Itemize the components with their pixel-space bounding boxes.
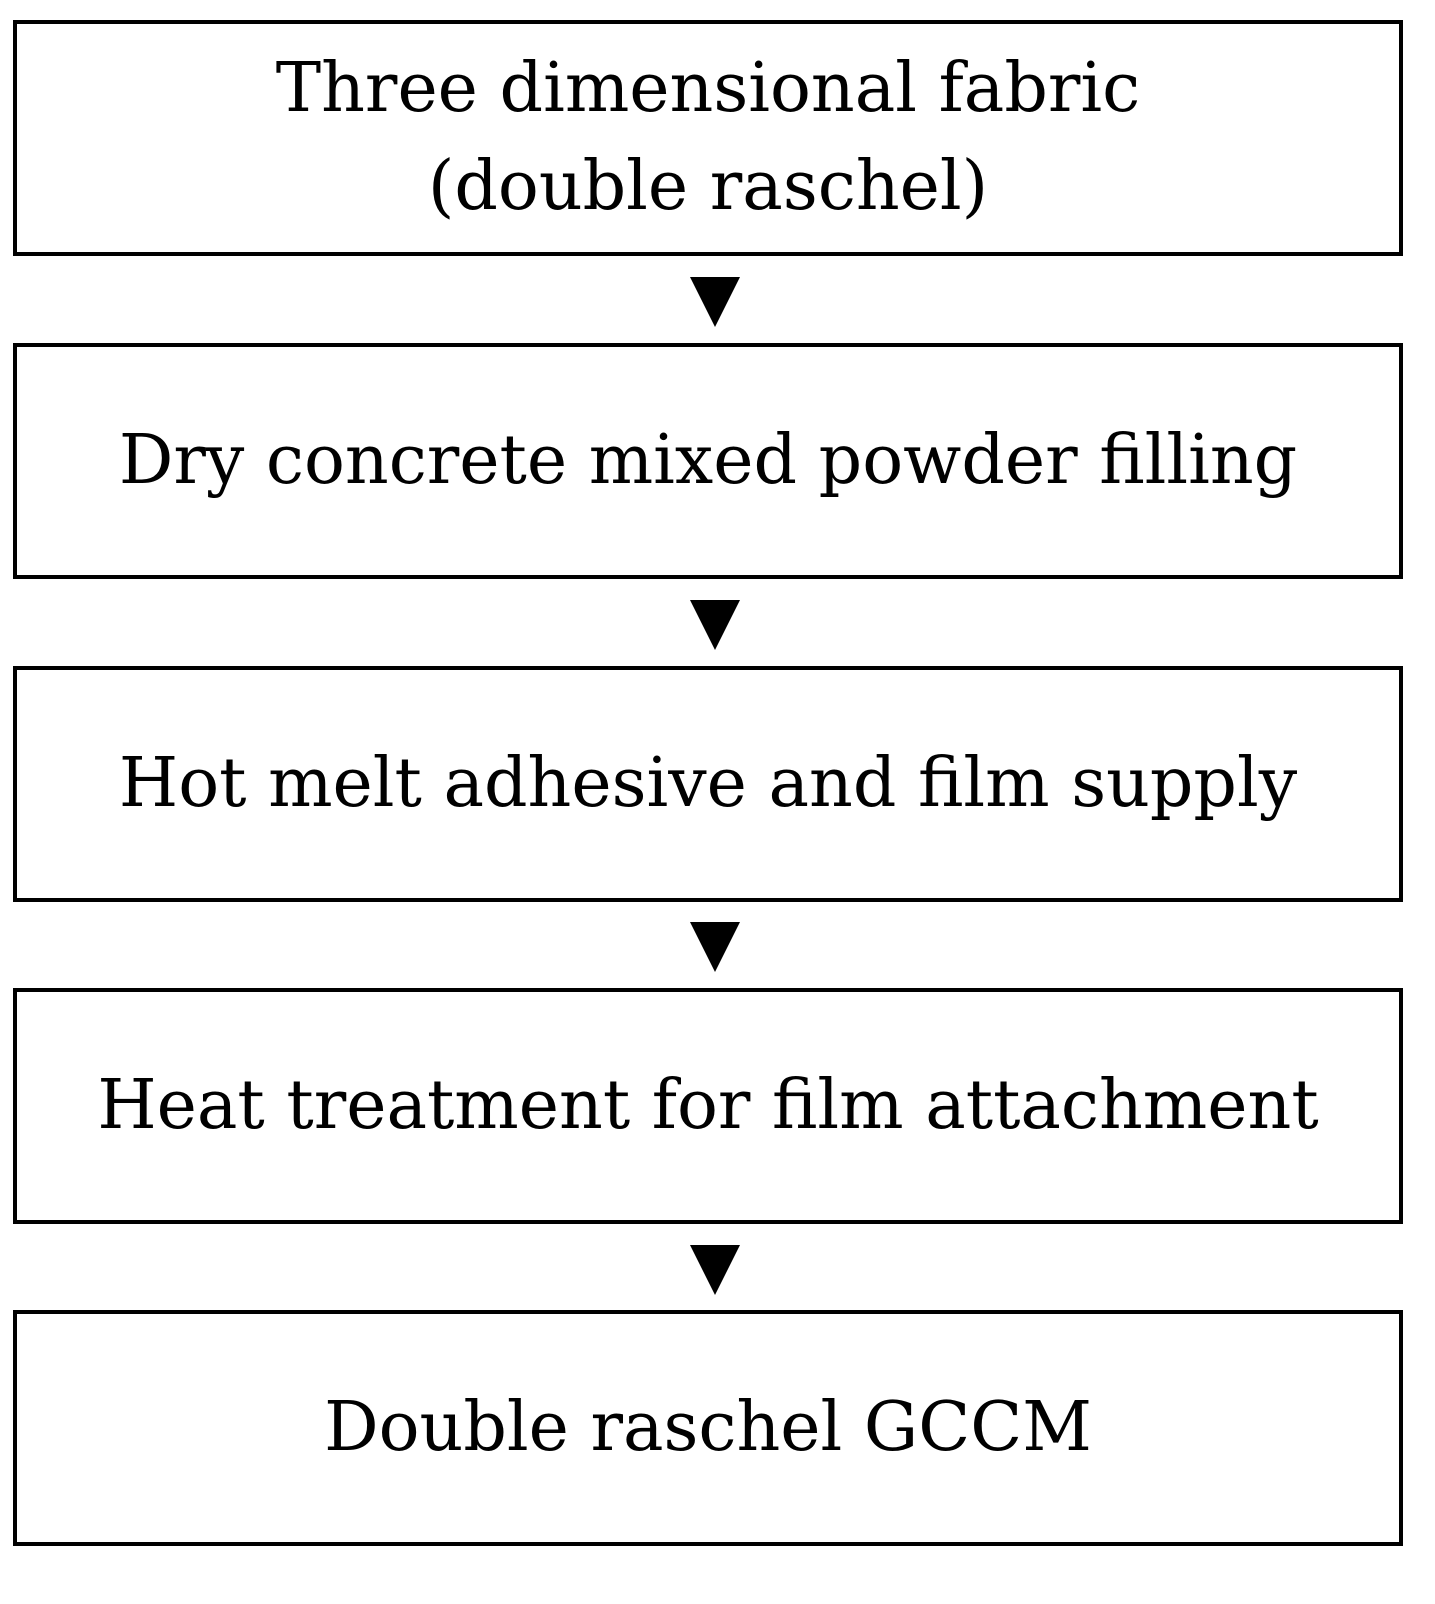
- down-arrow-icon: [690, 277, 740, 327]
- step-label: (double raschel): [427, 147, 989, 226]
- step-label: Heat treatment for film attachment: [97, 1066, 1319, 1145]
- step-box-fabric: Three dimensional fabric (double raschel…: [13, 20, 1403, 256]
- step-label: Double raschel GCCM: [324, 1388, 1092, 1467]
- step-box-heat-treatment: Heat treatment for film attachment: [13, 988, 1403, 1224]
- step-label: Hot melt adhesive and film supply: [118, 744, 1298, 823]
- step-label: Three dimensional fabric: [275, 49, 1141, 128]
- step-box-powder-filling: Dry concrete mixed powder filling: [13, 343, 1403, 579]
- step-label: Dry concrete mixed powder filling: [118, 421, 1298, 500]
- down-arrow-icon: [690, 1245, 740, 1295]
- step-box-final-product: Double raschel GCCM: [13, 1310, 1403, 1546]
- down-arrow-icon: [690, 600, 740, 650]
- step-box-adhesive-film-supply: Hot melt adhesive and film supply: [13, 666, 1403, 902]
- down-arrow-icon: [690, 922, 740, 972]
